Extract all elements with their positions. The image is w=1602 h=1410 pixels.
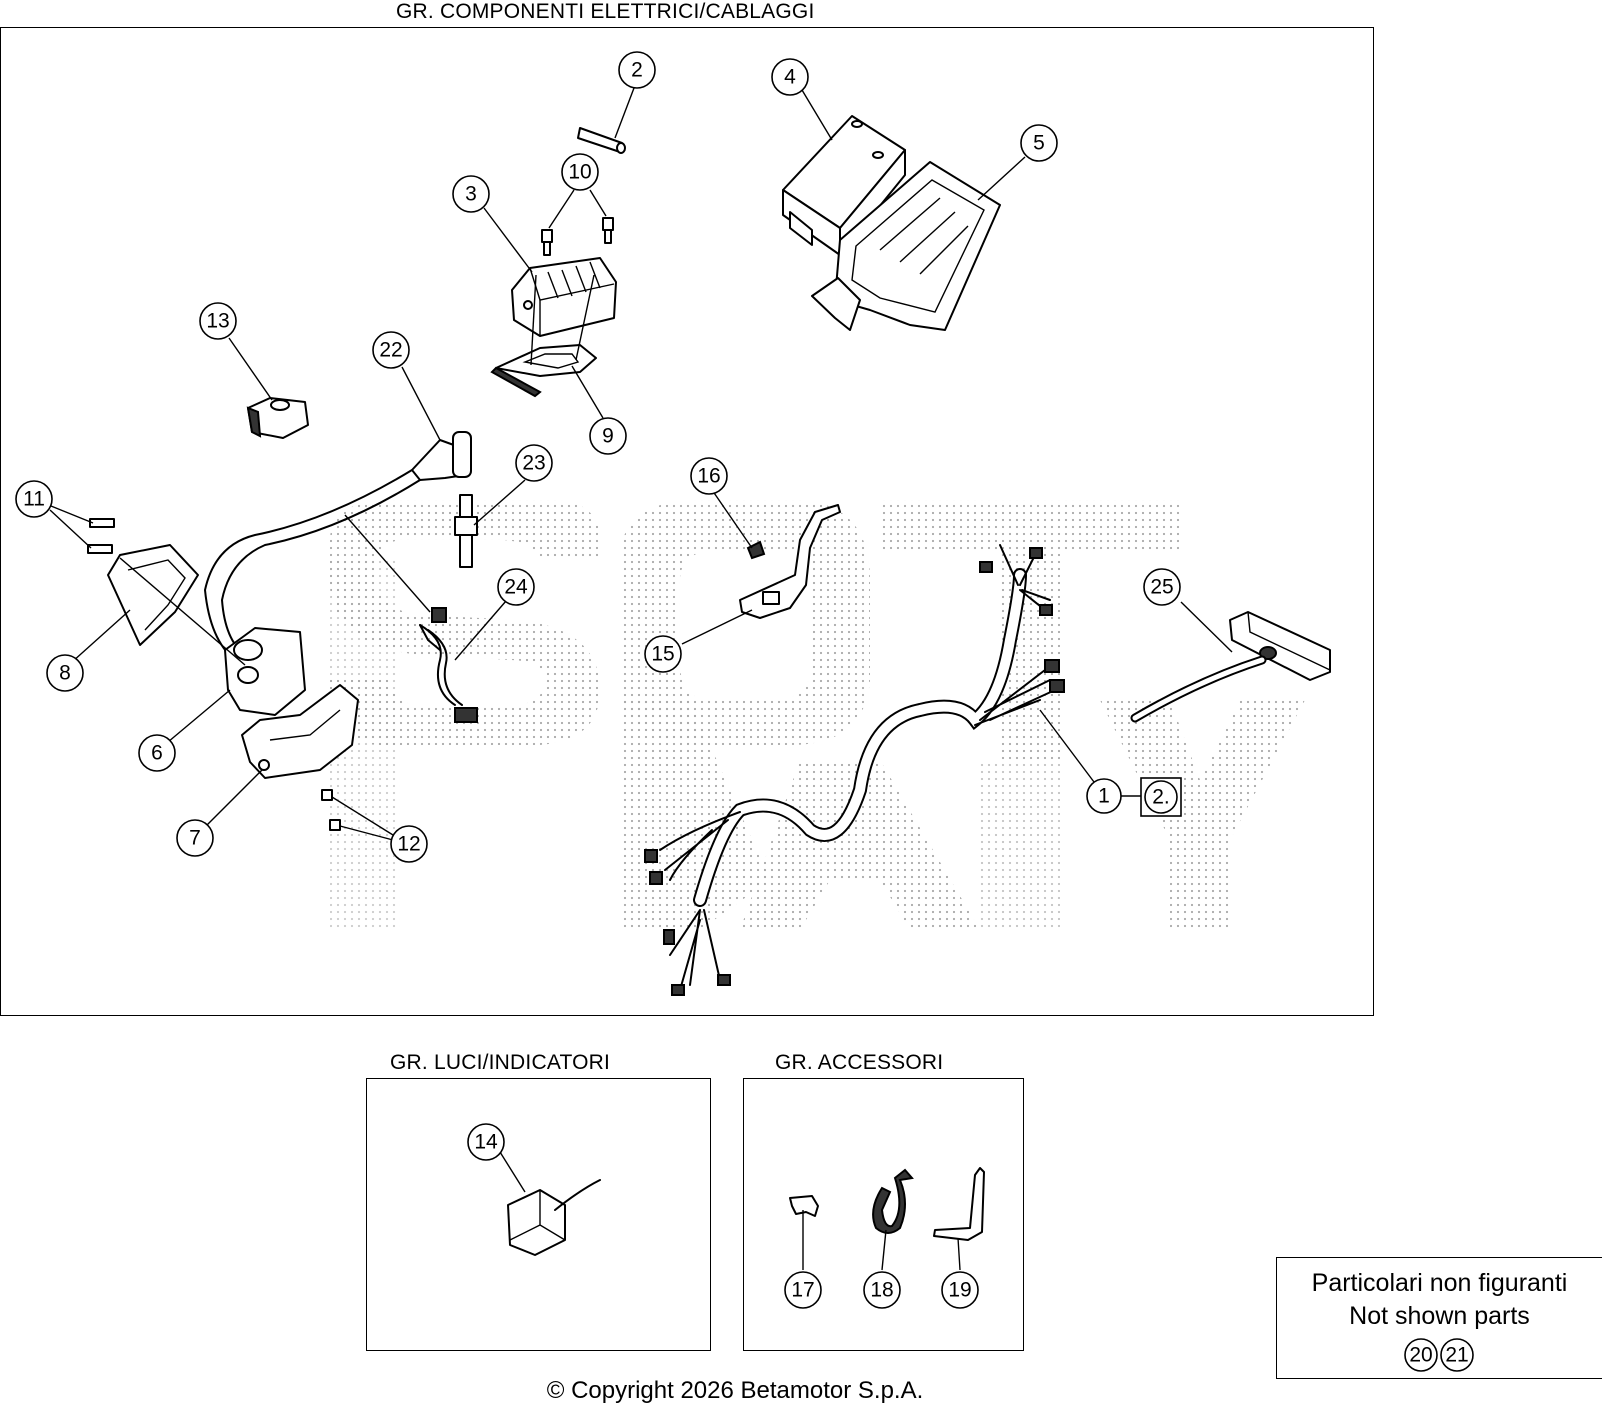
- callout-11: 11: [15, 480, 53, 518]
- callout-12: 12: [390, 825, 428, 863]
- copyright-notice: © Copyright 2026 Betamotor S.p.A.: [546, 1377, 924, 1404]
- part-sensor-25: [1130, 611, 1331, 723]
- part-coil-bracket: [241, 684, 359, 831]
- part-pin: [577, 127, 626, 154]
- callout-25: 25: [1143, 568, 1181, 606]
- part-spark-plug: [454, 494, 478, 568]
- accessories-group-frame: [743, 1078, 1024, 1351]
- callout-6: 6: [138, 734, 176, 772]
- svg-text:10: 10: [568, 161, 591, 184]
- part-harness-bracket: [739, 504, 841, 619]
- svg-text:4: 4: [784, 66, 796, 89]
- svg-text:17: 17: [791, 1279, 814, 1302]
- svg-text:23: 23: [522, 452, 545, 475]
- not-shown-parts-english: Not shown parts: [1349, 1302, 1530, 1330]
- callout-3: 3: [452, 175, 490, 213]
- part-plug-cap: [203, 431, 472, 661]
- callout-14: 14: [467, 1123, 505, 1161]
- callout-2-boxed: 2.: [1140, 777, 1182, 817]
- part-switch: [246, 397, 309, 439]
- svg-text:21: 21: [1445, 1344, 1468, 1367]
- callout-16: 16: [690, 457, 728, 495]
- part-bolts-10: [541, 217, 614, 256]
- group-title-electrical: GR. COMPONENTI ELETTRICI/CABLAGGI: [396, 0, 815, 23]
- svg-text:8: 8: [59, 662, 71, 685]
- callout-9: 9: [589, 417, 627, 455]
- part-main-harness: [644, 544, 1065, 996]
- svg-text:11: 11: [23, 488, 45, 511]
- part-ecu-holder: [811, 161, 1001, 331]
- svg-text:5: 5: [1033, 132, 1045, 155]
- svg-text:6: 6: [151, 742, 163, 765]
- part-regulator: [511, 257, 617, 337]
- callout-2: 2: [618, 51, 656, 89]
- electrical-group-frame: [0, 27, 1374, 1016]
- svg-text:14: 14: [474, 1131, 498, 1154]
- callout-5: 5: [1020, 124, 1058, 162]
- not-shown-parts-box: Particolari non figuranti Not shown part…: [1276, 1257, 1602, 1379]
- leader-lines: [49, 87, 1233, 1271]
- part-light-14: [507, 1179, 601, 1256]
- callout-24: 24: [497, 568, 535, 606]
- not-shown-callouts: 20 21: [1403, 1338, 1474, 1372]
- svg-text:13: 13: [206, 310, 229, 333]
- callout-4: 4: [771, 58, 809, 96]
- svg-text:19: 19: [948, 1279, 971, 1302]
- svg-text:3: 3: [465, 183, 477, 206]
- svg-text:7: 7: [189, 827, 201, 850]
- svg-text:24: 24: [504, 576, 528, 599]
- part-clip-17: [789, 1195, 819, 1217]
- callout-8: 8: [46, 654, 84, 692]
- svg-text:2: 2: [631, 59, 643, 82]
- svg-text:15: 15: [651, 643, 674, 666]
- part-ignition-coil: [224, 627, 306, 716]
- lights-group-frame: [366, 1078, 711, 1351]
- svg-text:25: 25: [1150, 576, 1173, 599]
- callout-15: 15: [644, 635, 682, 673]
- svg-text:12: 12: [397, 833, 420, 856]
- part-clamp-18: [872, 1168, 914, 1234]
- callout-10: 10: [561, 153, 599, 191]
- not-shown-parts-italian: Particolari non figuranti: [1311, 1269, 1568, 1297]
- svg-text:2.: 2.: [1152, 786, 1170, 809]
- part-strap-19: [933, 1167, 985, 1241]
- part-small-harness: [419, 607, 478, 723]
- svg-text:16: 16: [697, 465, 720, 488]
- callout-18: 18: [863, 1271, 901, 1309]
- callout-22: 22: [372, 331, 410, 369]
- svg-text:9: 9: [602, 425, 614, 448]
- svg-text:18: 18: [870, 1279, 893, 1302]
- svg-text:20: 20: [1409, 1344, 1432, 1367]
- svg-text:1: 1: [1098, 785, 1110, 808]
- callout-23: 23: [515, 444, 553, 482]
- group-title-lights: GR. LUCI/INDICATORI: [390, 1051, 611, 1074]
- part-bracket: [87, 518, 199, 646]
- callout-17: 17: [784, 1271, 822, 1309]
- svg-text:22: 22: [379, 339, 402, 362]
- callout-13: 13: [199, 302, 237, 340]
- callout-7: 7: [176, 819, 214, 857]
- group-title-accessories: GR. ACCESSORI: [775, 1051, 944, 1074]
- part-gasket: [490, 344, 597, 398]
- callout-1: 1: [1086, 778, 1122, 814]
- callout-19: 19: [941, 1271, 979, 1309]
